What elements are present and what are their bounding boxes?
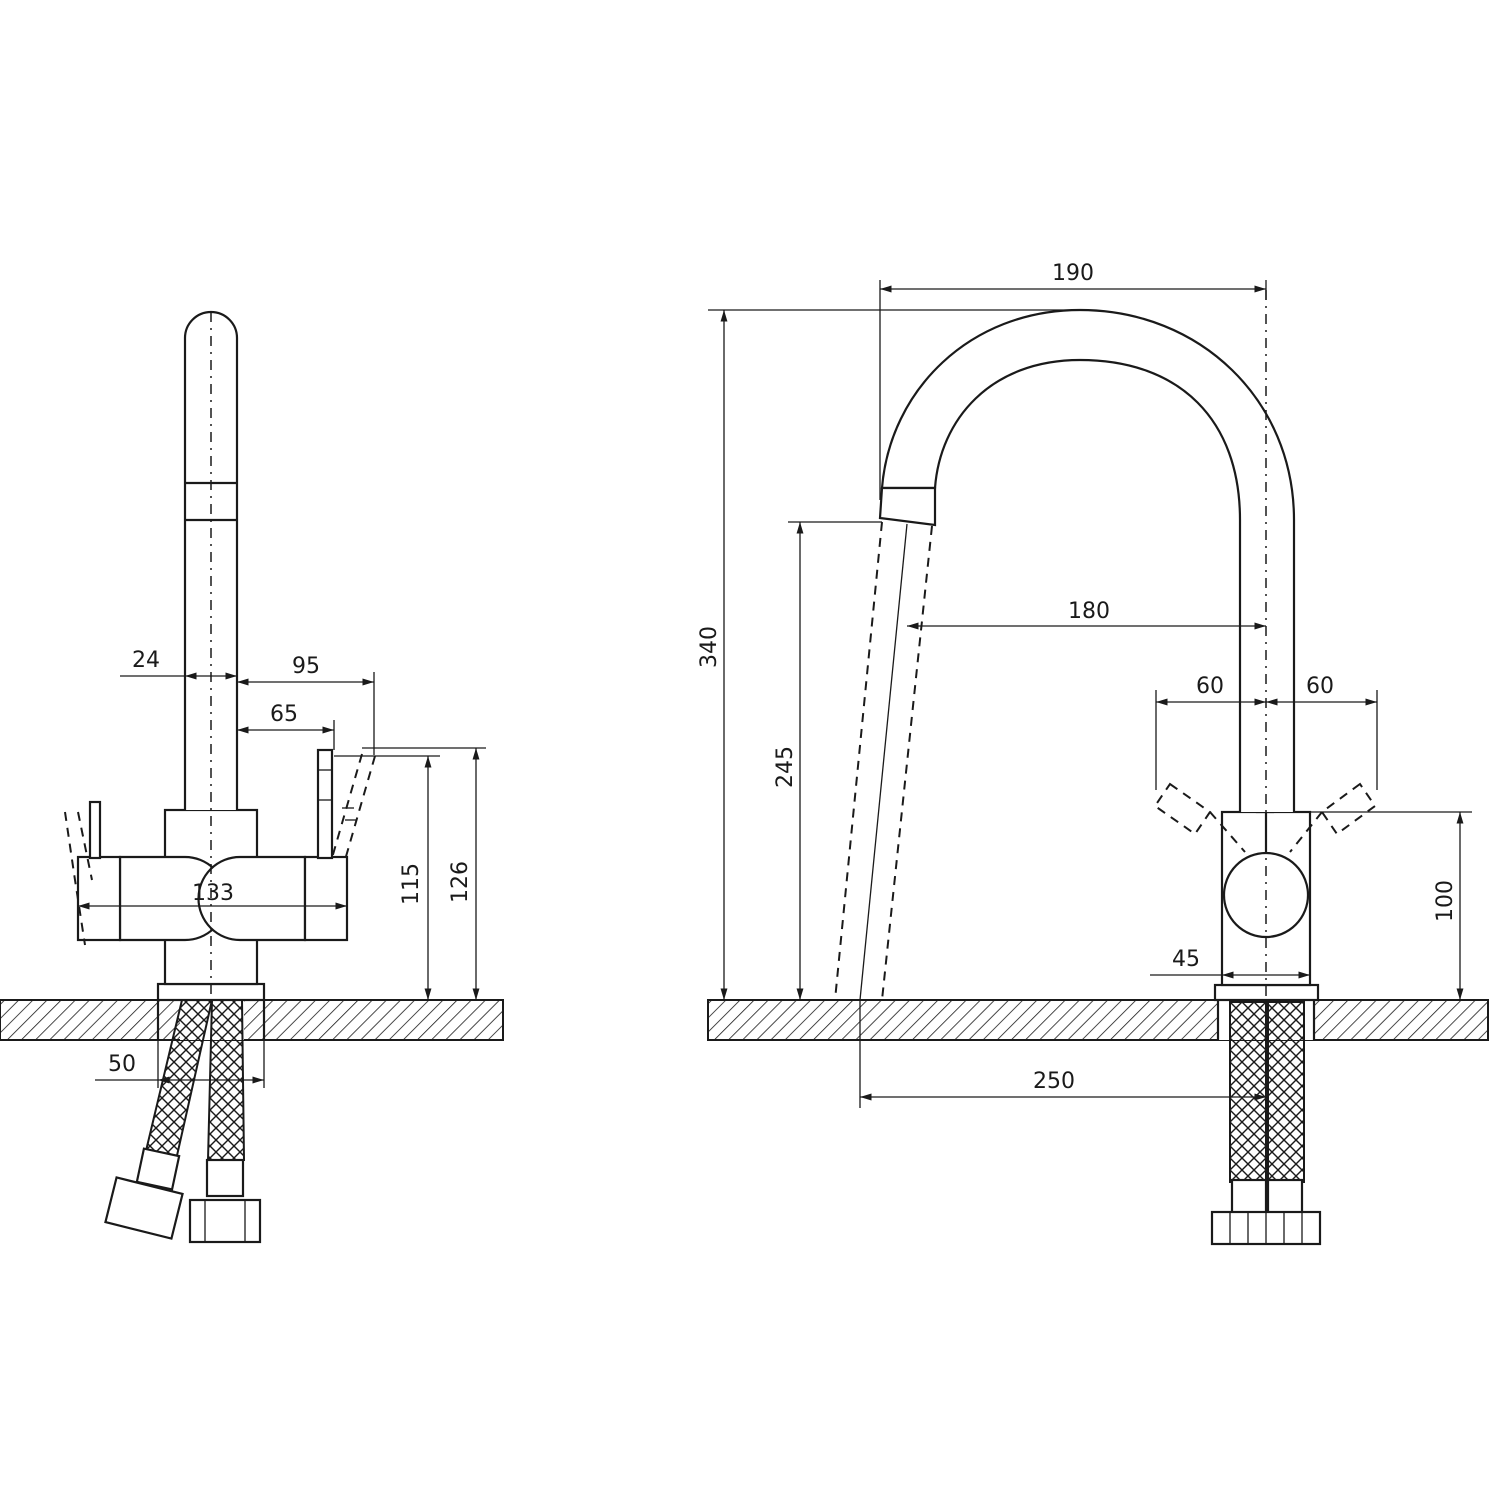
dim-label: 250: [1033, 1069, 1075, 1094]
dim-label: 133: [192, 881, 234, 906]
dim-label: 45: [1172, 947, 1200, 972]
side-dimension-100: 100: [1310, 811, 1472, 1000]
front-right-lever: [316, 748, 334, 860]
side-view: 190 340 245 180 60 60 100: [697, 261, 1489, 1246]
front-view: 24 95 65 133 115 126: [0, 310, 504, 1244]
side-dimension-60-right: 60: [1266, 674, 1378, 790]
front-countertop: [0, 999, 504, 1041]
side-supply-hoses: [1210, 1000, 1322, 1246]
dim-label: 60: [1306, 674, 1334, 699]
front-dimension-24: 24: [120, 648, 237, 680]
front-dimension-115: 115: [334, 755, 440, 1000]
front-dimension-65: 65: [237, 702, 335, 750]
side-gooseneck-spout: [880, 308, 1296, 812]
dim-label: 60: [1196, 674, 1224, 699]
front-dimension-133: 133: [78, 881, 347, 910]
front-dimension-126: 126: [362, 747, 486, 1000]
dim-label: 180: [1068, 599, 1110, 624]
dim-label: 65: [270, 702, 298, 727]
side-dimension-340: 340: [697, 309, 1080, 1000]
front-dimension-95: 95: [237, 654, 375, 755]
front-right-cartridge: [197, 855, 307, 942]
side-dimension-190: 190: [879, 261, 1267, 500]
front-left-lever: [88, 800, 102, 860]
front-dimension-50: 50: [95, 1040, 265, 1088]
dim-label: 190: [1052, 261, 1094, 286]
dim-label: 126: [448, 861, 473, 903]
side-countertop: [707, 999, 1489, 1041]
side-dimension-250: 250: [859, 1000, 1266, 1108]
dim-label: 340: [697, 626, 722, 668]
dim-label: 24: [132, 648, 160, 673]
side-lever-swing-left: [1153, 782, 1246, 853]
side-dimension-60-left: 60: [1155, 674, 1266, 790]
dim-label: 95: [292, 654, 320, 679]
dim-label: 245: [773, 746, 798, 788]
side-dimension-180: 180: [907, 599, 1266, 630]
side-dimension-245: 245: [773, 521, 882, 1000]
dim-label: 115: [399, 863, 424, 905]
side-dimension-45: 45: [1150, 947, 1310, 979]
dim-label: 100: [1433, 880, 1458, 922]
side-lever-swing-right: [1289, 782, 1377, 853]
dim-label: 50: [108, 1052, 136, 1077]
